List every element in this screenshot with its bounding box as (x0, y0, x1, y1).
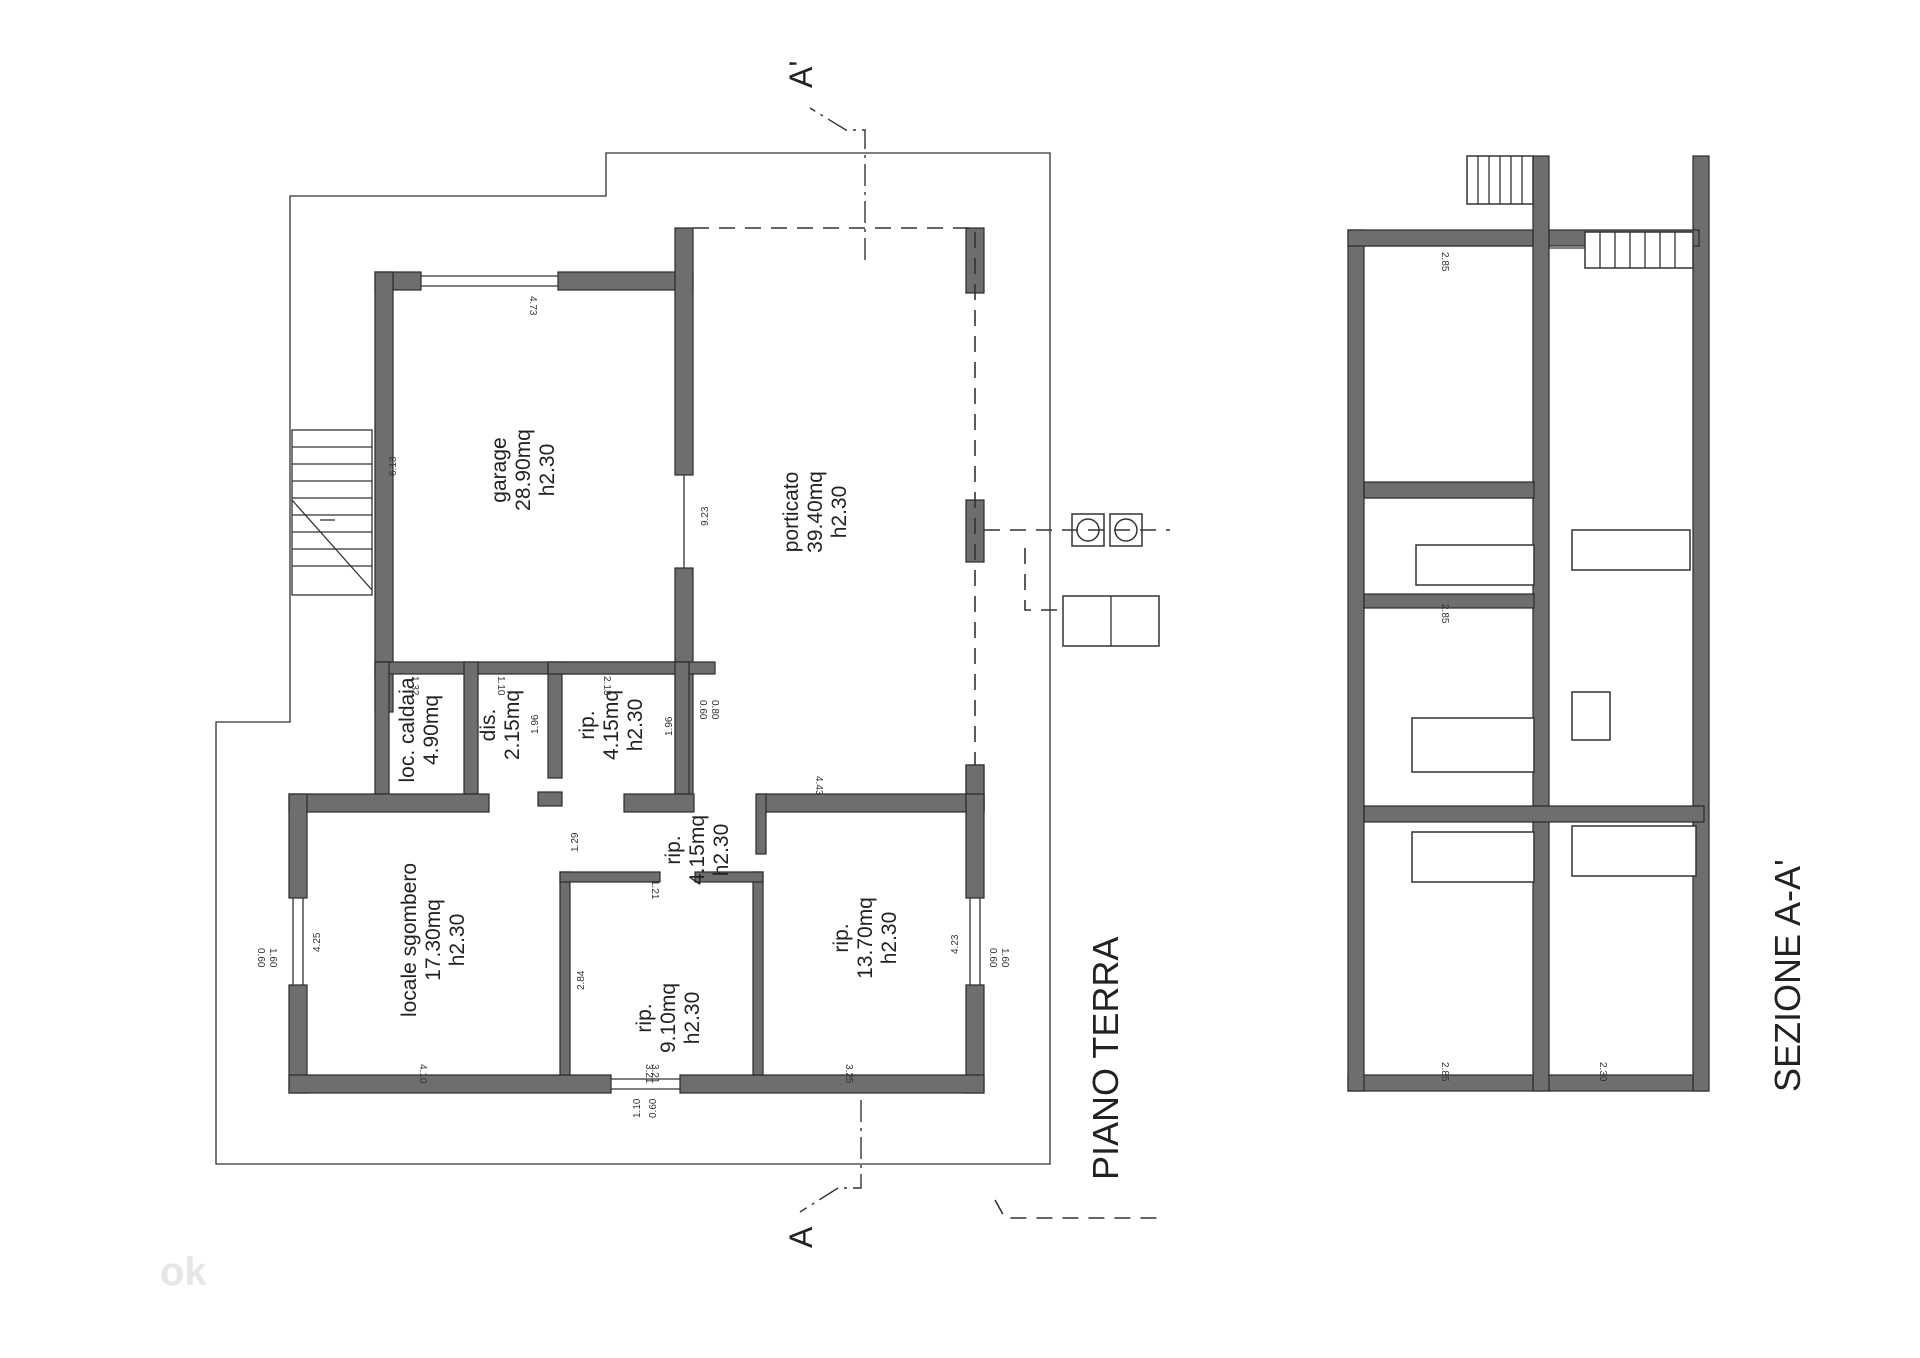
svg-text:4.25: 4.25 (312, 932, 323, 952)
svg-text:4.15mq: 4.15mq (686, 815, 709, 885)
svg-text:9.10mq: 9.10mq (657, 983, 680, 1053)
meter-boxes (984, 513, 1170, 1219)
svg-text:1.32: 1.32 (409, 676, 420, 696)
svg-text:0.60: 0.60 (255, 948, 266, 968)
room-dis: dis. 2.15mq (477, 690, 524, 760)
svg-text:4.15mq: 4.15mq (600, 690, 623, 760)
svg-text:4.90mq: 4.90mq (420, 695, 443, 765)
svg-text:3.21: 3.21 (649, 1064, 660, 1084)
svg-text:1.96: 1.96 (530, 714, 541, 734)
room-locale-sgombero: locale sgombero 17.30mq h2.30 (398, 863, 469, 1017)
porticato-outline (693, 227, 976, 765)
svg-text:4.23: 4.23 (950, 934, 961, 954)
svg-text:0.60: 0.60 (648, 1098, 659, 1118)
plan-title: PIANO TERRA (1085, 937, 1126, 1180)
plan-walls (288, 227, 985, 1094)
room-rip-4: rip. 13.70mq h2.30 (830, 897, 901, 979)
room-porticato: porticato 39.40mq h2.30 (780, 471, 851, 553)
svg-text:4.43: 4.43 (813, 776, 824, 796)
svg-text:rip.: rip. (633, 1003, 656, 1032)
section-mark-top: A' (783, 61, 819, 88)
svg-text:39.40mq: 39.40mq (804, 471, 827, 553)
svg-text:rip.: rip. (662, 835, 685, 864)
svg-text:9.23: 9.23 (700, 506, 711, 526)
section-drawing (1347, 155, 1710, 1092)
staircase (291, 429, 373, 596)
svg-text:2.84: 2.84 (576, 970, 587, 990)
svg-text:2.85: 2.85 (1439, 604, 1450, 624)
svg-text:loc. caldaia: loc. caldaia (396, 677, 419, 782)
svg-text:28.90mq: 28.90mq (512, 429, 535, 511)
svg-text:0.60: 0.60 (697, 700, 708, 720)
svg-text:1.10: 1.10 (632, 1098, 643, 1118)
section-dimension-labels: 2.85 2.85 2.85 2.30 (1439, 252, 1608, 1082)
svg-text:3.21: 3.21 (643, 1064, 654, 1084)
svg-text:3.25: 3.25 (843, 1064, 854, 1084)
section-title: SEZIONE A-A' (1767, 859, 1808, 1092)
svg-text:1.60: 1.60 (999, 948, 1010, 968)
svg-text:dis.: dis. (477, 709, 500, 742)
svg-text:0.60: 0.60 (987, 948, 998, 968)
svg-text:garage: garage (488, 437, 511, 502)
svg-text:6.13: 6.13 (388, 456, 399, 476)
svg-text:porticato: porticato (780, 472, 803, 553)
room-rip-2: rip. 4.15mq h2.30 (662, 815, 733, 885)
svg-text:4.73: 4.73 (527, 296, 538, 316)
section-line-bottom (799, 1100, 862, 1213)
dimension-labels: 4.73 6.13 9.23 1.32 1.10 1.96 2.13 1.96 … (255, 296, 1010, 1118)
svg-text:locale sgombero: locale sgombero (398, 863, 421, 1017)
svg-text:13.70mq: 13.70mq (854, 897, 877, 979)
section-mark-bottom: A (783, 1226, 819, 1248)
svg-text:2.85: 2.85 (1439, 252, 1450, 272)
svg-text:rip.: rip. (830, 923, 853, 952)
svg-text:1.10: 1.10 (495, 676, 506, 696)
svg-text:rip.: rip. (576, 710, 599, 739)
svg-text:2.30: 2.30 (1597, 1062, 1608, 1082)
svg-text:h2.30: h2.30 (446, 914, 469, 967)
room-garage: garage 28.90mq h2.30 (488, 429, 559, 511)
svg-text:h2.30: h2.30 (681, 992, 704, 1045)
svg-text:0.80: 0.80 (709, 700, 720, 720)
faded-stamp: ok (160, 1250, 207, 1294)
svg-text:h2.30: h2.30 (536, 444, 559, 497)
svg-text:1.21: 1.21 (649, 880, 660, 900)
svg-text:h2.30: h2.30 (710, 824, 733, 877)
svg-text:2.13: 2.13 (601, 676, 612, 696)
section-line-top (809, 107, 866, 260)
room-rip-1: rip. 4.15mq h2.30 (576, 690, 647, 760)
window-lines (292, 275, 981, 1090)
svg-text:1.96: 1.96 (664, 716, 675, 736)
svg-text:4.10: 4.10 (417, 1064, 428, 1084)
room-caldaia: loc. caldaia 4.90mq (396, 677, 443, 782)
svg-text:1.29: 1.29 (570, 832, 581, 852)
site-boundary (215, 152, 1051, 1165)
svg-text:2.15mq: 2.15mq (501, 690, 524, 760)
svg-text:h2.30: h2.30 (624, 699, 647, 752)
room-rip-3: rip. 9.10mq h2.30 (633, 983, 704, 1053)
svg-text:2.85: 2.85 (1439, 1062, 1450, 1082)
svg-text:1.60: 1.60 (267, 948, 278, 968)
svg-text:h2.30: h2.30 (828, 486, 851, 539)
svg-text:17.30mq: 17.30mq (422, 899, 445, 981)
svg-text:h2.30: h2.30 (878, 912, 901, 965)
